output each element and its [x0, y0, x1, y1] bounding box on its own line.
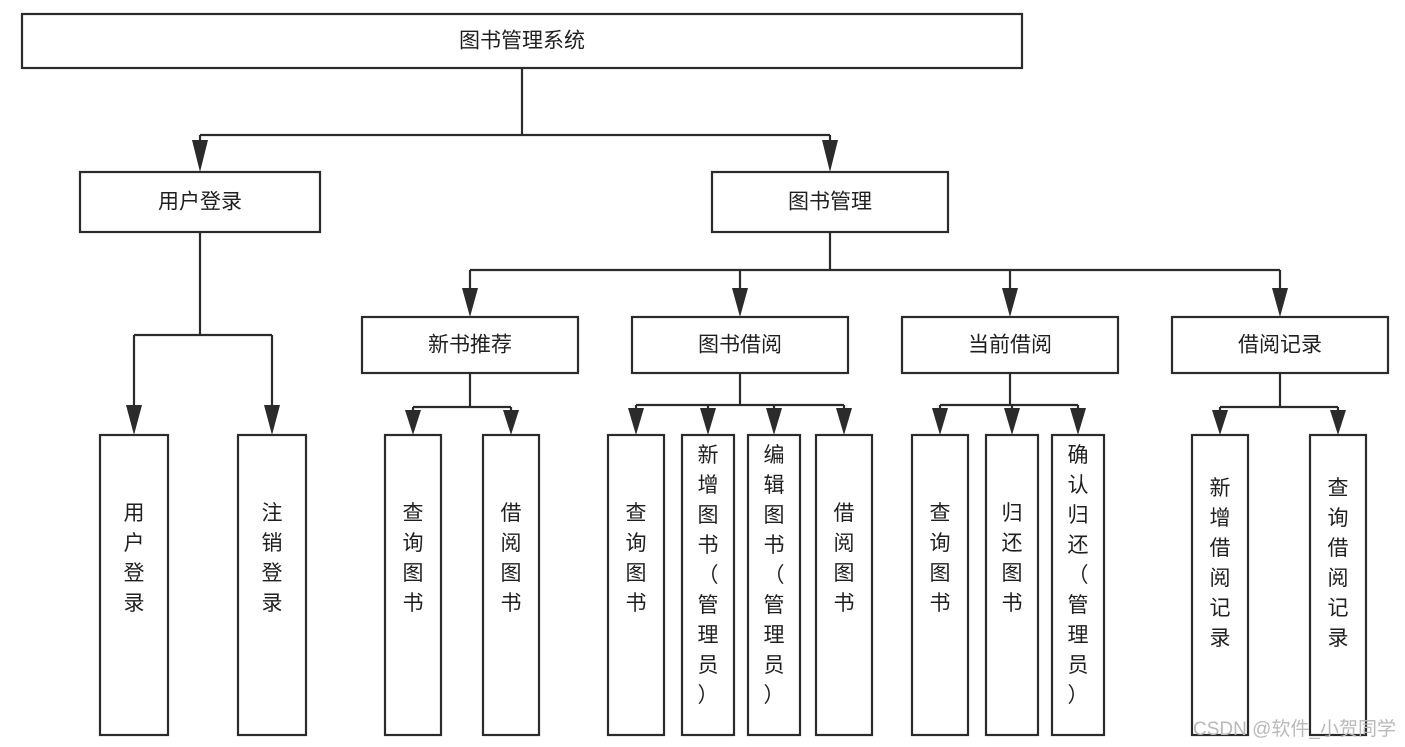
node-label: 用户登录 [124, 502, 145, 615]
leaf-query-book-current[interactable]: 查询图书 [910, 433, 970, 737]
arrowhead-current-leaf-3 [1070, 408, 1086, 435]
node-label: 当前借阅 [968, 334, 1052, 357]
node-label: 查询图书 [930, 502, 951, 615]
node-borrow-record[interactable]: 借阅记录 [1170, 315, 1390, 375]
node-box [680, 433, 736, 737]
leaf-return-book[interactable]: 归还图书 [984, 433, 1040, 737]
node-box [1050, 433, 1106, 737]
node-box [98, 433, 170, 737]
arrowhead-record-leaf-1 [1212, 410, 1228, 435]
node-label: 借阅记录 [1238, 334, 1322, 357]
leaf-borrow-book-borrow[interactable]: 借阅图书 [814, 433, 874, 737]
node-box [1170, 315, 1390, 375]
node-label: 借阅图书 [834, 502, 855, 615]
node-box [606, 433, 666, 737]
arrowhead-new-book-rec [462, 288, 478, 317]
node-box [236, 433, 308, 737]
leaf-query-book-borrow[interactable]: 查询图书 [606, 433, 666, 737]
node-box [710, 170, 950, 234]
node-new-book-recommend[interactable]: 新书推荐 [360, 315, 580, 375]
arrowhead-leaf-logout [264, 405, 280, 435]
node-label: 图书借阅 [698, 334, 782, 357]
node-box [360, 315, 580, 375]
arrowhead-user-login [192, 140, 208, 172]
leaf-add-borrow-record[interactable]: 新增借阅记录 [1190, 433, 1250, 737]
arrowhead-record-leaf-2 [1330, 410, 1346, 435]
arrowhead-newbook-leaf-2 [503, 410, 519, 435]
node-label: 新书推荐 [428, 334, 512, 357]
leaf-borrow-book-newbook[interactable]: 借阅图书 [481, 433, 541, 737]
node-label: 新增借阅记录 [1210, 477, 1231, 650]
leaf-user-login[interactable]: 用户登录 [98, 433, 170, 737]
connector-layer [126, 68, 1346, 435]
arrowhead-current-leaf-1 [932, 408, 948, 435]
node-label: 用户登录 [158, 191, 242, 214]
node-label: 编辑图书（管理员） [764, 444, 785, 707]
node-box [630, 315, 850, 375]
leaf-edit-book-admin[interactable]: 编辑图书（管理员） [746, 433, 802, 737]
node-book-borrow[interactable]: 图书借阅 [630, 315, 850, 375]
node-label: 图书管理 [788, 191, 872, 214]
arrowhead-book-mgmt [822, 140, 838, 172]
node-book-management[interactable]: 图书管理 [710, 170, 950, 234]
arrowhead-book-borrow [732, 288, 748, 317]
node-label: 确认归还（管理员） [1068, 444, 1089, 707]
csdn-watermark: CSDN @软件_小贺同学 [1193, 718, 1396, 740]
node-label: 查询图书 [626, 502, 647, 615]
node-box [814, 433, 874, 737]
node-label: 查询借阅记录 [1328, 477, 1349, 650]
node-box [746, 433, 802, 737]
node-root-book-management-system[interactable]: 图书管理系统 [20, 12, 1024, 70]
arrowhead-newbook-leaf-1 [405, 410, 421, 435]
node-label: 新增图书（管理员） [698, 444, 719, 707]
leaf-add-book-admin[interactable]: 新增图书（管理员） [680, 433, 736, 737]
arrowhead-borrow-leaf-1 [628, 408, 644, 435]
arrowhead-borrow-leaf-3 [766, 408, 782, 435]
arrowhead-borrow-leaf-4 [836, 408, 852, 435]
arrowhead-current-borrow [1002, 288, 1018, 317]
node-box [20, 12, 1024, 70]
node-box [78, 170, 322, 234]
node-box [984, 433, 1040, 737]
node-box [1190, 433, 1250, 737]
arrowhead-leaf-user-login [126, 405, 142, 435]
arrowhead-current-leaf-2 [1004, 408, 1020, 435]
node-box [900, 315, 1120, 375]
arrowhead-borrow-record [1272, 288, 1288, 317]
node-label: 注销登录 [262, 502, 283, 615]
node-label: 借阅图书 [501, 502, 522, 615]
node-box [910, 433, 970, 737]
node-label: 图书管理系统 [459, 30, 585, 53]
node-label: 查询图书 [403, 502, 424, 615]
node-box [1308, 433, 1368, 737]
node-label: 归还图书 [1002, 502, 1023, 615]
node-user-login[interactable]: 用户登录 [78, 170, 322, 234]
leaf-logout[interactable]: 注销登录 [236, 433, 308, 737]
node-current-borrow[interactable]: 当前借阅 [900, 315, 1120, 375]
leaf-confirm-return-admin[interactable]: 确认归还（管理员） [1050, 433, 1106, 737]
leaf-query-borrow-record[interactable]: 查询借阅记录 [1308, 433, 1368, 737]
leaf-query-book-newbook[interactable]: 查询图书 [383, 433, 443, 737]
arrowhead-borrow-leaf-2 [700, 408, 716, 435]
node-box [481, 433, 541, 737]
node-box [383, 433, 443, 737]
